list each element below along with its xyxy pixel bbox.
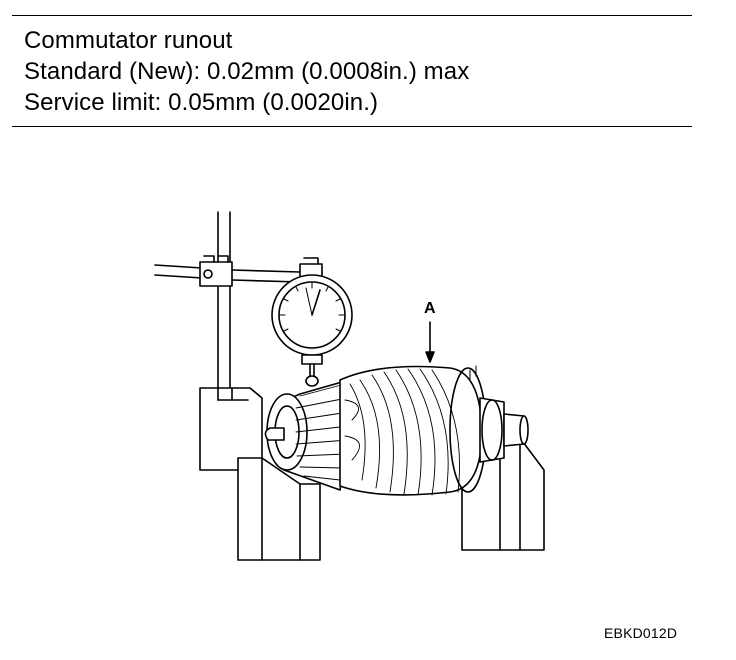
spec-service-limit: Service limit: 0.05mm (0.0020in.) xyxy=(24,89,379,116)
bottom-rule xyxy=(12,126,692,127)
callout-arrow xyxy=(425,321,435,363)
commutator xyxy=(264,377,357,491)
stand-base xyxy=(199,387,263,471)
armature-shaft xyxy=(469,365,529,463)
stand-post xyxy=(217,211,231,396)
spec-standard: Standard (New): 0.02mm (0.0008in.) max xyxy=(24,58,470,85)
armature-core xyxy=(339,365,487,496)
callout-label-a: A xyxy=(424,300,436,317)
figure-code: EBKD012D xyxy=(604,625,678,641)
v-block-left xyxy=(237,457,321,561)
spec-title: Commutator runout xyxy=(24,27,233,54)
spec-block: Commutator runout Standard (New): 0.02mm… xyxy=(24,25,684,118)
dial-indicator xyxy=(271,274,353,387)
top-rule xyxy=(12,15,692,16)
